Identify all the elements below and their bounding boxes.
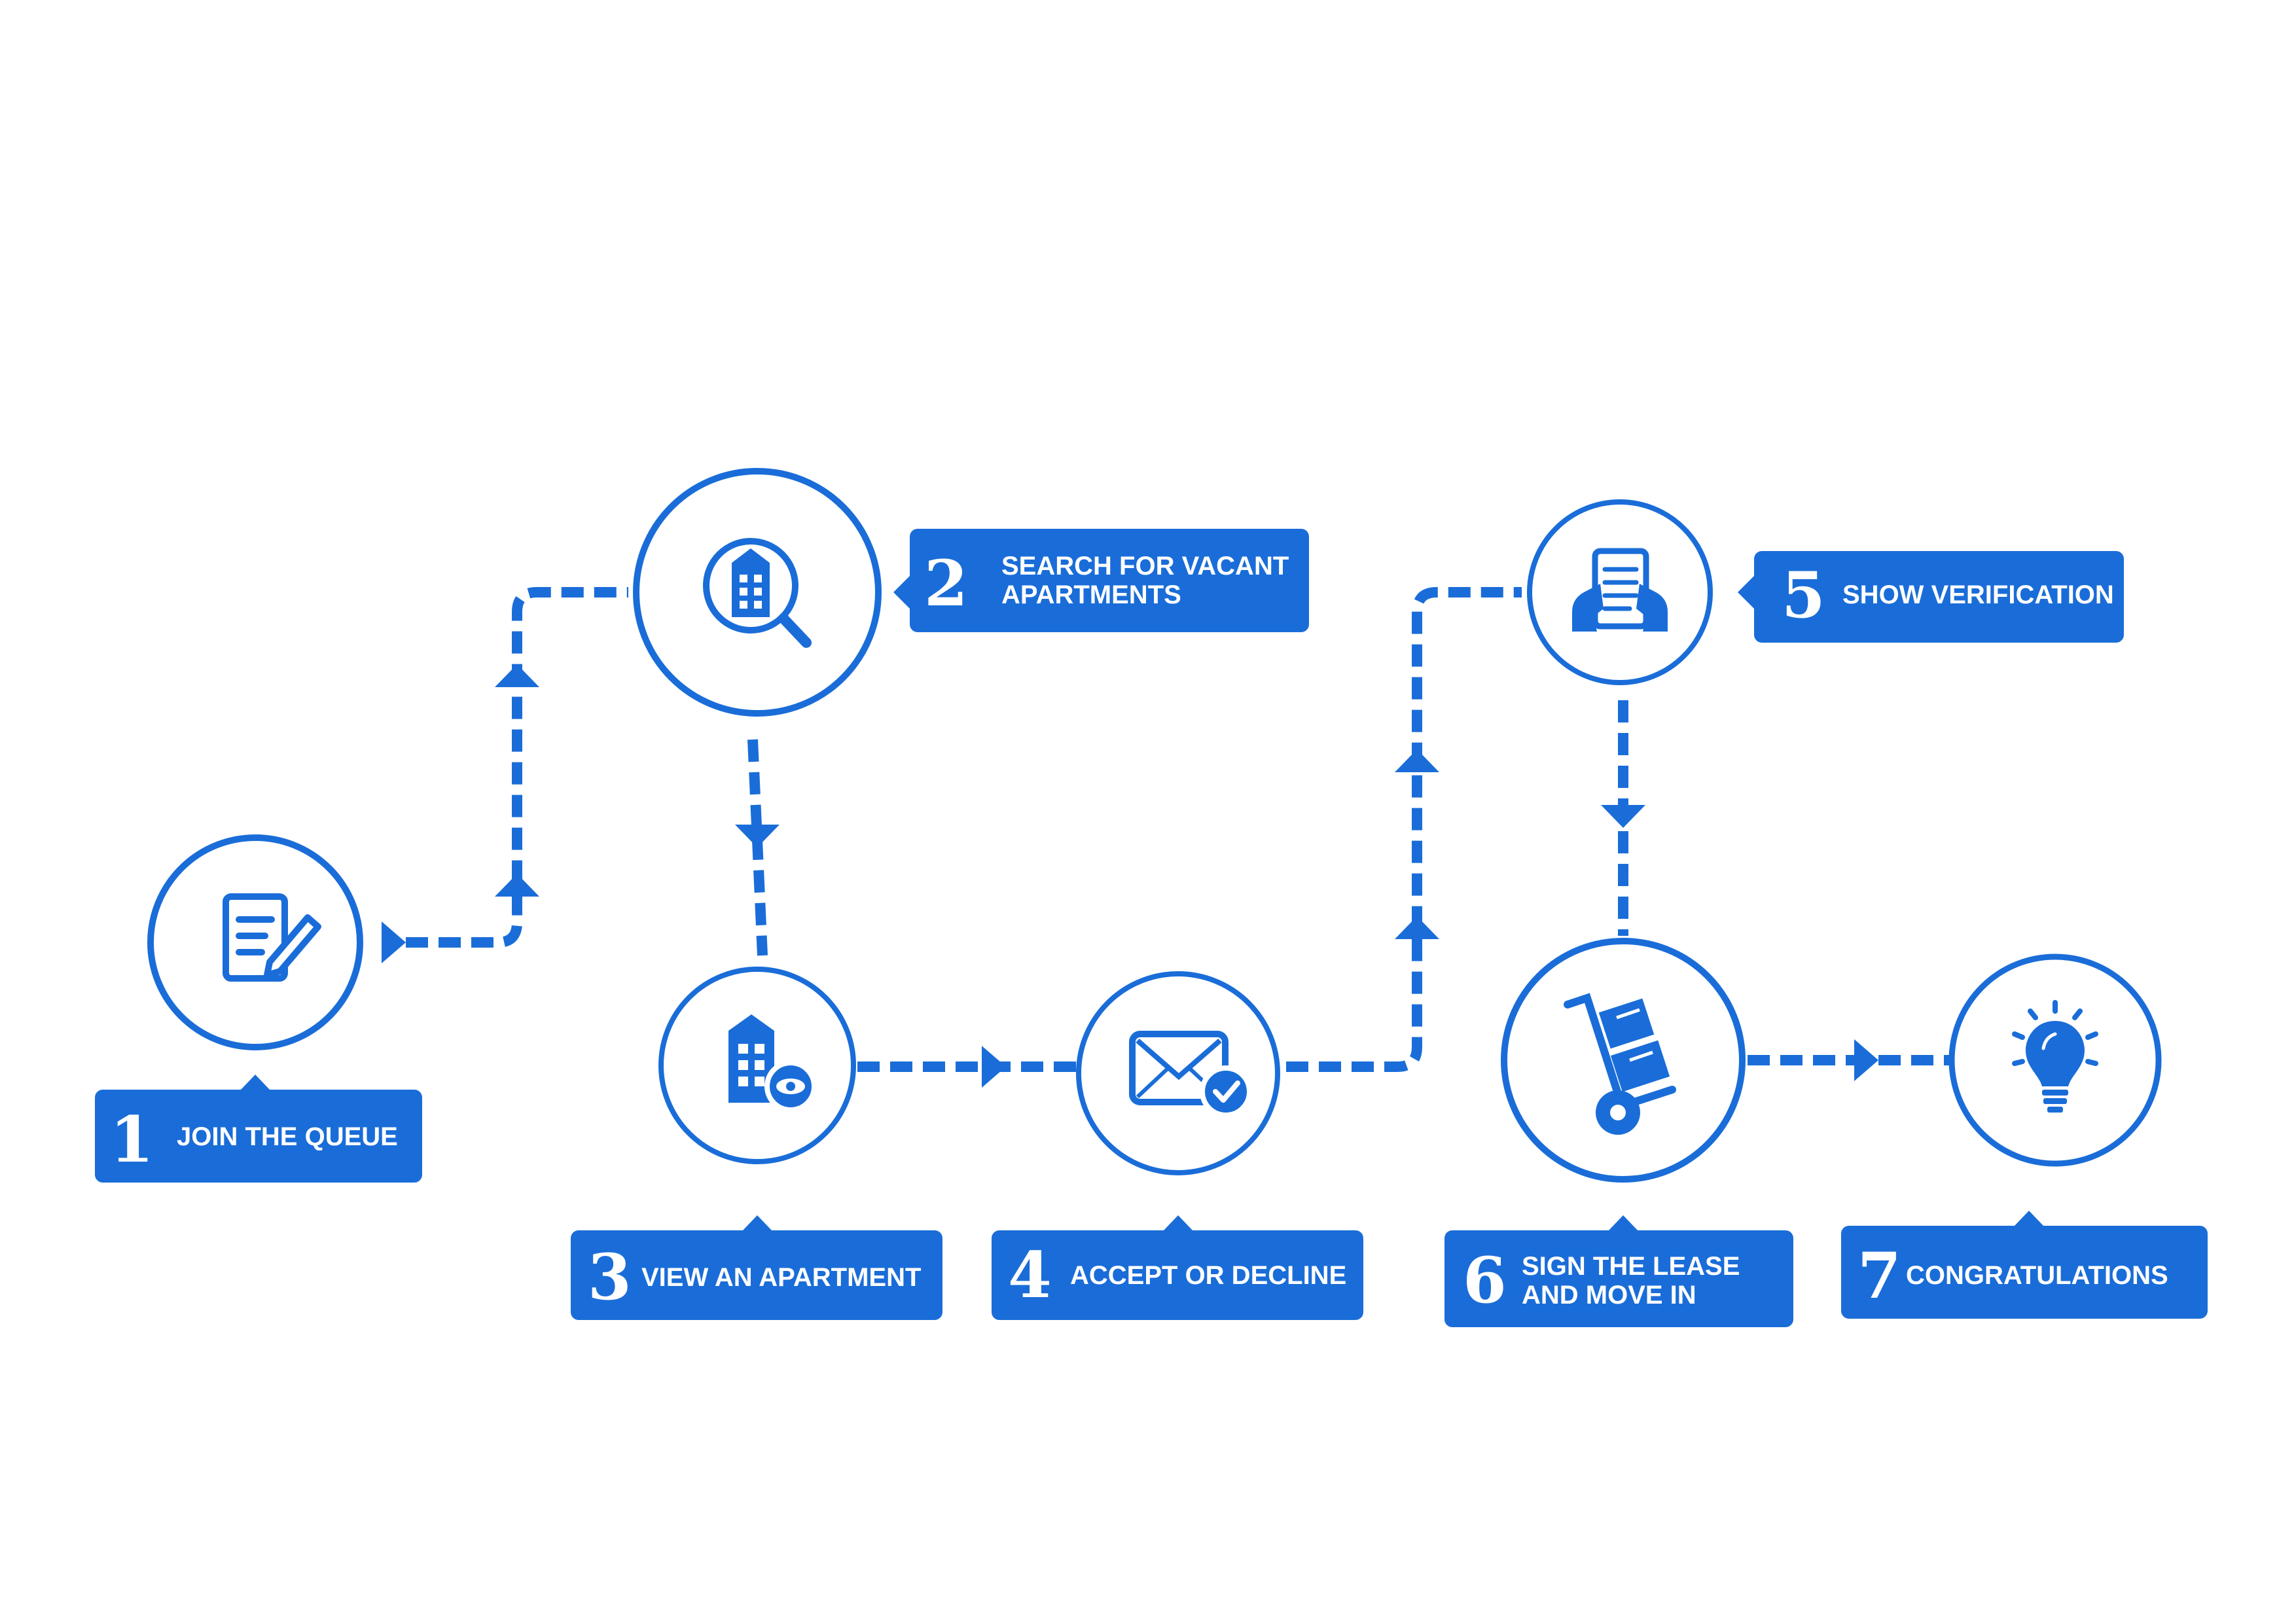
step-4-label: ACCEPT OR DECLINE (1070, 1261, 1346, 1290)
arrowhead-up-icon (495, 874, 539, 897)
step-6-label: SIGN THE LEASE AND MOVE IN (1522, 1252, 1748, 1310)
step-4-number: 4 (1008, 1238, 1052, 1312)
step-1-label: JOIN THE QUEUE (177, 1122, 398, 1151)
step-5-label-line-1: SHOW VERIFICATION (1842, 580, 2114, 609)
step-1-circle (147, 834, 363, 1050)
building-eye-icon (728, 1014, 817, 1113)
step-7-label: CONGRATULATIONS (1906, 1261, 2168, 1290)
document-pen-icon (223, 893, 321, 982)
arrowhead-up-icon (1395, 749, 1439, 772)
step-1-label-box: 1 JOIN THE QUEUE (95, 1075, 422, 1183)
step-7-label-box: 7 CONGRATULATIONS (1841, 1211, 2208, 1319)
step-6-label-line-2: AND MOVE IN (1522, 1281, 1696, 1310)
building-search-icon (703, 538, 812, 648)
step-6-number: 6 (1463, 1243, 1507, 1317)
arrowhead-right-icon (382, 921, 406, 963)
step-4-label-line-1: ACCEPT OR DECLINE (1070, 1261, 1346, 1290)
arrowhead-right-icon (982, 1046, 1006, 1088)
envelope-check-icon (1129, 1031, 1252, 1118)
arrowheads (382, 664, 1878, 1088)
lightbulb-icon (2012, 1000, 2098, 1113)
step-1-number: 1 (110, 1103, 154, 1177)
connector-4-5 (1286, 587, 1522, 1072)
step-2-label: SEARCH FOR VACANT APARTMENTS (1001, 552, 1296, 609)
arrowhead-down-icon (735, 825, 780, 847)
arrowhead-down-icon (1601, 805, 1645, 828)
hands-document-icon (1572, 548, 1668, 632)
connector-2-3 (747, 739, 768, 956)
step-3-label: VIEW AN APARTMENT (641, 1263, 921, 1292)
step-6-label-line-1: SIGN THE LEASE (1522, 1252, 1740, 1281)
connector-1-2 (406, 587, 628, 948)
step-2-label-box: 2 SEARCH FOR VACANT APARTMENTS (893, 529, 1309, 632)
step-5-label: SHOW VERIFICATION (1842, 580, 2114, 609)
connectors (406, 587, 1950, 1072)
step-5-number: 5 (1782, 558, 1825, 632)
step-3-label-box: 3 VIEW AN APARTMENT (571, 1215, 942, 1320)
step-5-label-box: 5 SHOW VERIFICATION (1738, 551, 2124, 643)
step-6-label-box: 6 SIGN THE LEASE AND MOVE IN (1444, 1215, 1793, 1327)
step-4-label-box: 4 ACCEPT OR DECLINE (992, 1215, 1363, 1320)
step-2-label-line-1: SEARCH FOR VACANT (1001, 552, 1289, 580)
step-1-label-line-1: JOIN THE QUEUE (177, 1122, 398, 1151)
step-3-number: 3 (588, 1240, 632, 1314)
step-7-number: 7 (1857, 1239, 1901, 1313)
step-2-label-line-2: APARTMENTS (1001, 580, 1181, 609)
step-7-label-line-1: CONGRATULATIONS (1906, 1261, 2168, 1290)
step-3-label-line-1: VIEW AN APARTMENT (641, 1263, 921, 1292)
arrowhead-right-icon (1854, 1039, 1878, 1081)
hand-truck-boxes-icon (1564, 993, 1676, 1135)
step-2-number: 2 (924, 546, 968, 620)
step-circles (147, 468, 2162, 1183)
arrowhead-up-icon (495, 664, 539, 687)
arrowhead-up-icon (1395, 916, 1439, 939)
